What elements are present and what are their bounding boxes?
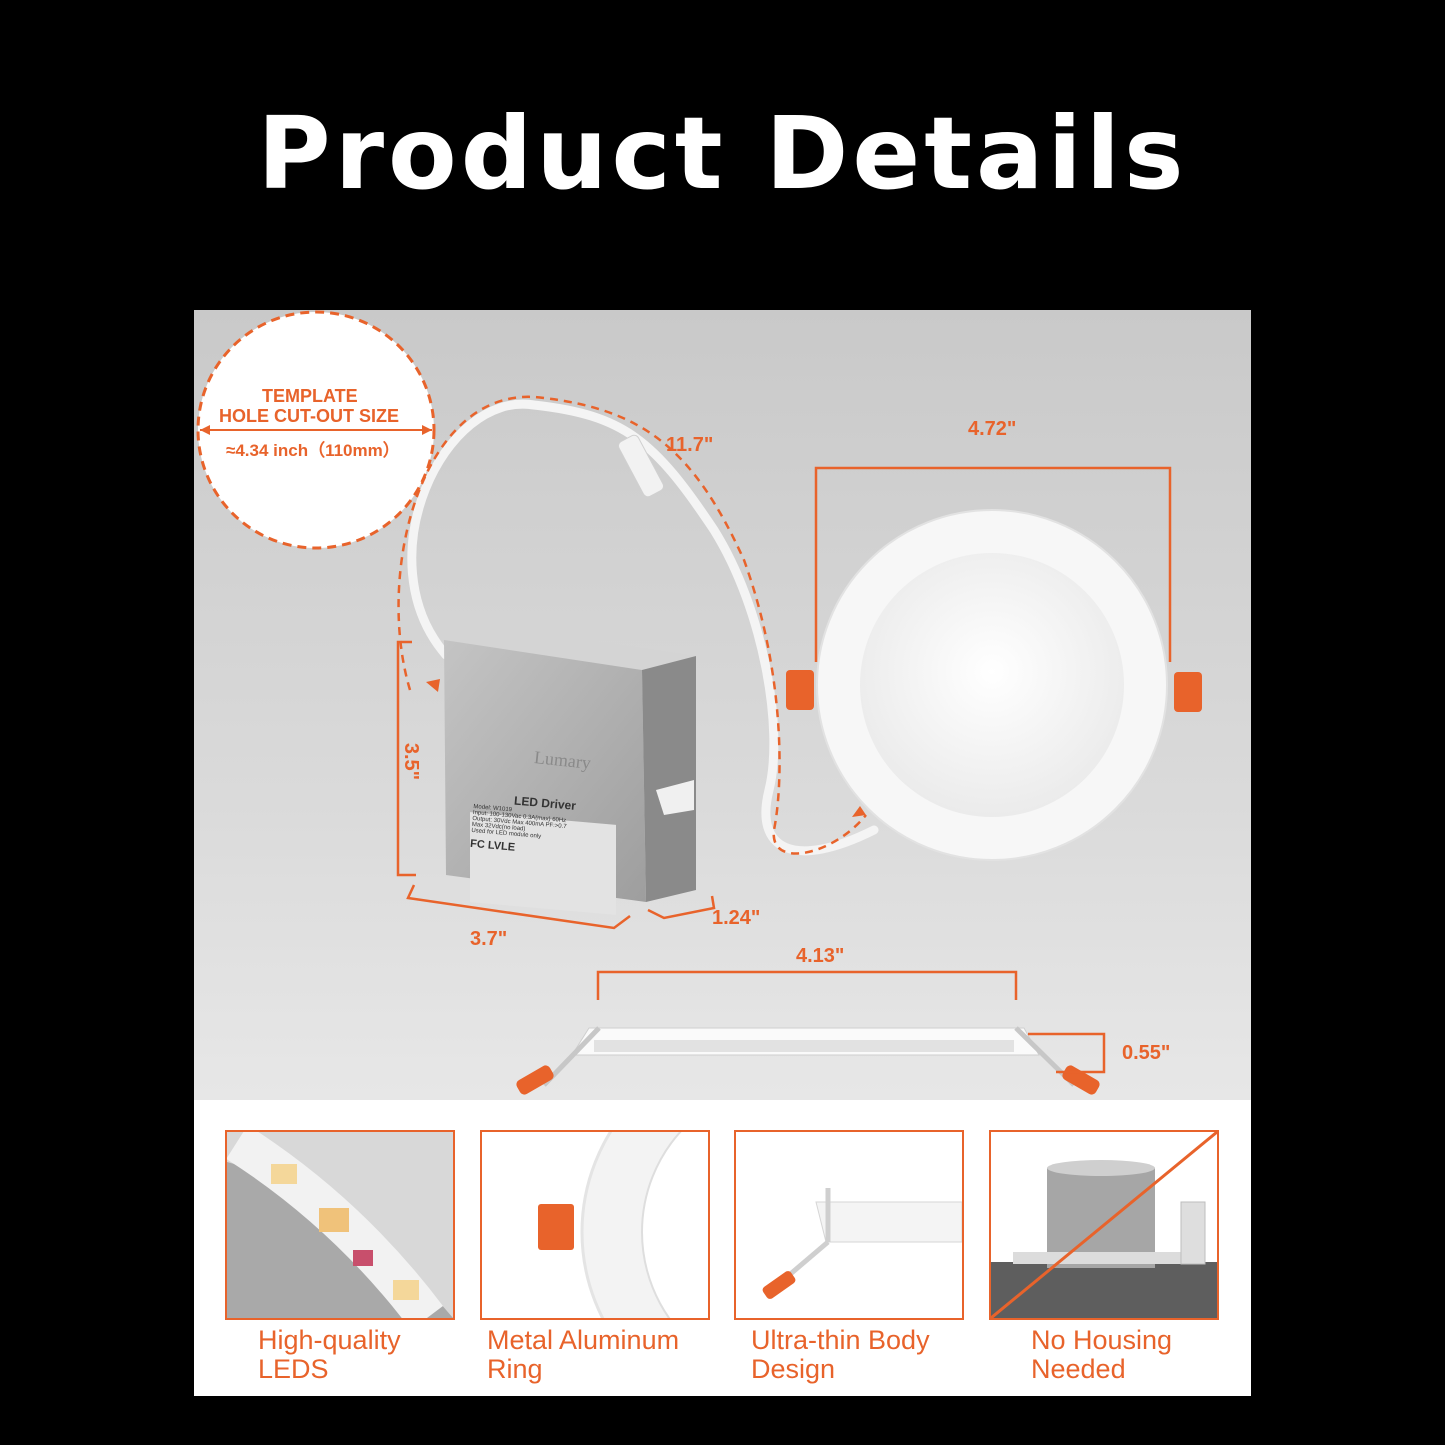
feature-card-no-housing	[989, 1130, 1219, 1320]
template-cutout-circle	[196, 310, 436, 550]
cutout-width-label: 4.13"	[796, 945, 845, 967]
feature-card-leds	[225, 1130, 455, 1320]
driver-box	[444, 628, 696, 915]
leds-image	[227, 1132, 453, 1318]
thin-body-image	[736, 1132, 962, 1318]
template-label: TEMPLATE	[262, 386, 358, 406]
round-light	[786, 466, 1202, 861]
feature-caption-thin: Ultra-thin Body Design	[751, 1325, 930, 1384]
product-illustration	[196, 310, 1202, 1095]
feature-card-thin	[734, 1130, 964, 1320]
page-title: Product Details	[257, 95, 1188, 212]
thickness-label: 0.55"	[1122, 1042, 1171, 1064]
template-size-label: ≈4.34 inch（110mm）	[226, 441, 400, 460]
cable	[397, 395, 879, 856]
box-depth-label: 1.24"	[712, 907, 761, 929]
template-hole-label: HOLE CUT-OUT SIZE	[219, 406, 399, 426]
light-diameter-label: 4.72"	[968, 418, 1017, 440]
driver-label: LED Driver Model: W1019 Input: 100-130Va…	[470, 790, 615, 862]
side-profile	[516, 970, 1106, 1095]
feature-caption-ring: Metal Aluminum Ring	[487, 1325, 680, 1384]
box-height-label: 3.5"	[400, 742, 423, 781]
feature-card-ring	[480, 1130, 710, 1320]
no-housing-image	[991, 1132, 1217, 1318]
box-dimension-lines	[396, 640, 716, 930]
feature-caption-leds: High-quality LEDS	[258, 1325, 401, 1384]
feature-caption-no-housing: No Housing Needed	[1031, 1325, 1173, 1384]
product-panel: TEMPLATE HOLE CUT-OUT SIZE ≈4.34 inch（11…	[194, 310, 1251, 1396]
cable-length-label: 11.7"	[666, 434, 714, 456]
box-width-label: 3.7"	[470, 928, 508, 950]
ring-image	[482, 1132, 708, 1318]
